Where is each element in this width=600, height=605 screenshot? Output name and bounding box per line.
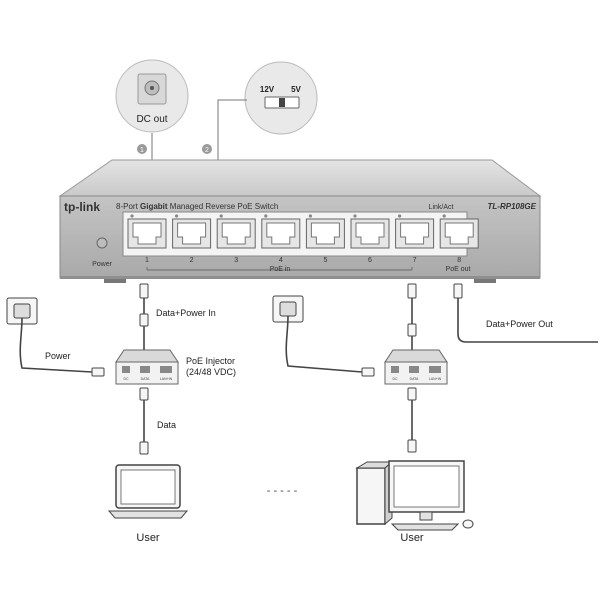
injector-data-label: DATA: [410, 377, 419, 381]
port-led-icon: [308, 214, 312, 218]
injector-data-port-icon: [409, 366, 419, 373]
data-cable-left: [139, 387, 149, 455]
port-number-label: 8: [457, 257, 461, 264]
injector-data-port-icon: [140, 366, 150, 373]
poe-injector-right: DC DATA LAN+IN: [384, 349, 448, 385]
port-led-icon: [353, 214, 357, 218]
power-cable-left: [19, 317, 93, 373]
voltage-callout: 12V 5V: [244, 61, 318, 135]
port-led-icon: [175, 214, 179, 218]
rj45-port-3: 3: [216, 214, 256, 264]
voltage-12v-label: 12V: [260, 85, 275, 94]
wall-outlet-right: [272, 295, 375, 377]
rj45-plug-icon: [407, 283, 417, 299]
svg-text:1: 1: [140, 147, 144, 154]
injector-dc-label: DC: [392, 377, 398, 381]
laptop-icon: [107, 464, 189, 519]
rj45-plug-icon: [407, 387, 417, 401]
voltage-callout-leader: [217, 99, 247, 168]
data-power-in-label: Data+Power In: [156, 308, 216, 318]
port-number-label: 2: [190, 257, 194, 264]
port-led-icon: [398, 214, 402, 218]
injector-dc-label: DC: [123, 377, 129, 381]
model-name: TL-RP108GE: [488, 202, 537, 211]
port-led-icon: [130, 214, 134, 218]
desktop-pc-icon: [355, 460, 474, 531]
data-label: Data: [157, 420, 176, 430]
poe-injector-left: DC DATA LAN+IN: [115, 349, 179, 385]
rj45-port-1: 1: [127, 214, 167, 264]
rj45-plug-icon: [139, 313, 149, 327]
poe-in-label: PoE in: [270, 266, 291, 273]
svg-text:2: 2: [205, 147, 209, 154]
rj45-port-7: 7: [395, 214, 435, 264]
injector-data-label: DATA: [141, 377, 150, 381]
keyboard-icon: [390, 523, 460, 531]
port7-cable: [407, 283, 417, 350]
switch-top: [58, 159, 542, 197]
rj45-plug-icon: [139, 441, 149, 455]
injector-dc-port-icon: [122, 366, 130, 373]
pc-tower-icon: [356, 467, 386, 525]
injector-poe-port-icon: [429, 366, 441, 373]
voltage-5v-label: 5V: [291, 85, 301, 94]
port-number-label: 3: [234, 257, 238, 264]
rj45-plug-icon: [407, 323, 417, 337]
rj45-port-2: 2: [172, 214, 212, 264]
injector-poe-port-icon: [160, 366, 172, 373]
callout-marker-2: 2: [202, 144, 212, 154]
port-led-icon: [219, 214, 223, 218]
dc-plug-icon: [91, 367, 105, 377]
power-adapter-icon: [279, 301, 297, 317]
port-number-label: 6: [368, 257, 372, 264]
rj45-plug-icon: [139, 387, 149, 401]
port8-poe-out-cable: [453, 283, 598, 343]
injector-poe-label: LAN+IN: [160, 377, 173, 381]
rj45-plug-icon: [453, 283, 463, 299]
power-led-icon: [96, 237, 108, 249]
voltage-selector-knob-icon: [279, 98, 285, 107]
power-label: Power: [92, 261, 113, 268]
rj45-port-4: 4: [261, 214, 301, 264]
dc-out-label: DC out: [136, 114, 167, 125]
rj45-port-5: 5: [305, 214, 345, 264]
switch-device: tp-link 8-Port Gigabit Managed Reverse P…: [58, 159, 542, 283]
power-label-left: Power: [45, 351, 71, 361]
wall-outlet-left: [6, 297, 105, 377]
port-group: 1 2 3 4 5 6 7 8: [127, 214, 479, 264]
user-label-left: User: [136, 532, 160, 544]
port1-cable: [139, 283, 149, 350]
link-act-label: Link/Act: [429, 204, 454, 211]
port-led-icon: [442, 214, 446, 218]
user-label-right: User: [400, 532, 424, 544]
rj45-port-6: 6: [350, 214, 390, 264]
data-cable-right: [407, 387, 417, 453]
poe-injector-label: PoE Injector: [186, 356, 235, 366]
poe-out-label: PoE out: [446, 266, 471, 273]
ellipsis: - - - - -: [267, 485, 298, 497]
port-led-icon: [264, 214, 268, 218]
port-number-label: 4: [279, 257, 283, 264]
switch-description: 8-Port Gigabit Managed Reverse PoE Switc…: [116, 202, 278, 211]
data-power-out-label: Data+Power Out: [486, 319, 553, 329]
rj45-plug-icon: [139, 283, 149, 299]
injector-dc-port-icon: [391, 366, 399, 373]
port-number-label: 1: [145, 257, 149, 264]
power-cable-right: [285, 315, 363, 373]
power-adapter-icon: [13, 303, 31, 319]
rj45-port-8: 8: [439, 214, 479, 264]
injector-poe-label: LAN+IN: [429, 377, 442, 381]
mouse-icon: [462, 519, 474, 529]
poe-injector-voltage-label: (24/48 VDC): [186, 367, 236, 377]
callout-marker-1: 1: [137, 144, 147, 154]
dc-out-callout: DC out: [115, 59, 189, 133]
port-number-label: 5: [323, 257, 327, 264]
brand-logo: tp-link: [64, 200, 100, 214]
port-number-label: 7: [413, 257, 417, 264]
dc-plug-icon: [361, 367, 375, 377]
rj45-plug-icon: [407, 439, 417, 453]
